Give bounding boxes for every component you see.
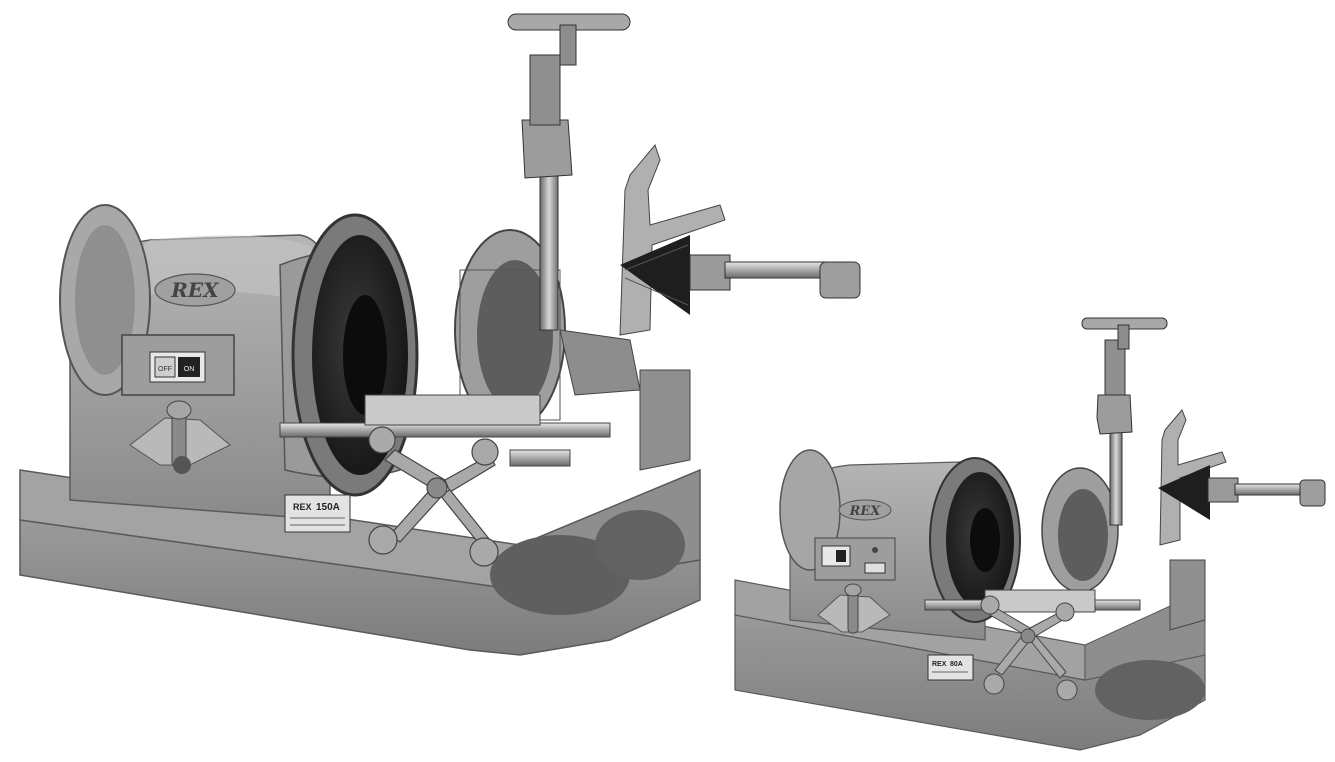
small-name-plate — [927, 654, 974, 681]
small-rex-logo: REX — [849, 504, 882, 519]
large-off-switch-label: OFF — [158, 366, 172, 373]
small-reamer-cone — [1158, 465, 1210, 520]
small-plate-brand: REX — [932, 661, 947, 668]
large-reamer-cone — [620, 235, 690, 315]
large-name-plate — [284, 494, 351, 533]
large-feed-screw-knob — [819, 261, 861, 299]
large-reamer-arm — [619, 143, 726, 336]
small-feed-screw-knob — [1299, 479, 1326, 507]
large-threading-machine: REX OFF ON — [19, 13, 861, 656]
large-rex-logo-emblem — [154, 273, 236, 307]
small-plate-model: 80A — [950, 661, 963, 668]
large-plate-model: 150A — [316, 502, 340, 513]
large-carriage-handwheel — [368, 426, 499, 567]
small-rex-logo-emblem — [838, 499, 892, 521]
small-carriage-handwheel — [980, 595, 1078, 701]
small-threading-machine: REX — [734, 317, 1326, 751]
small-reamer-arm — [1159, 409, 1227, 546]
large-on-switch-label: ON — [184, 366, 195, 373]
large-rex-logo: REX — [170, 278, 220, 302]
large-plate-brand: REX — [293, 502, 312, 512]
